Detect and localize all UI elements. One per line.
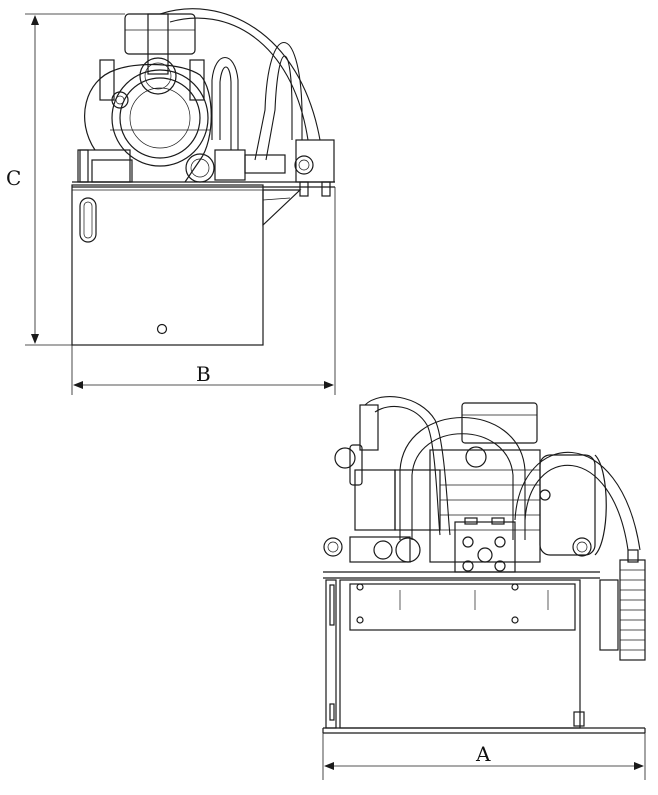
dimension-c	[25, 13, 125, 346]
dimension-a-label: A	[476, 742, 491, 766]
sight-glass	[79, 197, 97, 243]
dimension-b	[71, 187, 336, 395]
side-motor-body	[111, 69, 209, 167]
dimension-b-label: B	[196, 362, 211, 386]
side-hose-1	[159, 8, 321, 141]
front-hose-3	[514, 451, 641, 551]
lifting-eye-right	[572, 537, 592, 557]
front-view	[322, 396, 646, 734]
dimension-c-label: C	[6, 166, 22, 190]
drain-plug	[156, 323, 168, 335]
front-motor	[429, 449, 541, 563]
lifting-eye-left	[323, 537, 343, 557]
front-hose-1	[364, 396, 451, 536]
front-hose-2	[399, 416, 526, 540]
dimension-a	[322, 733, 646, 780]
side-view	[71, 8, 335, 346]
valve-manifold	[454, 521, 516, 573]
side-hose-2	[254, 42, 303, 161]
side-tank	[71, 184, 264, 346]
front-tank	[339, 579, 581, 729]
